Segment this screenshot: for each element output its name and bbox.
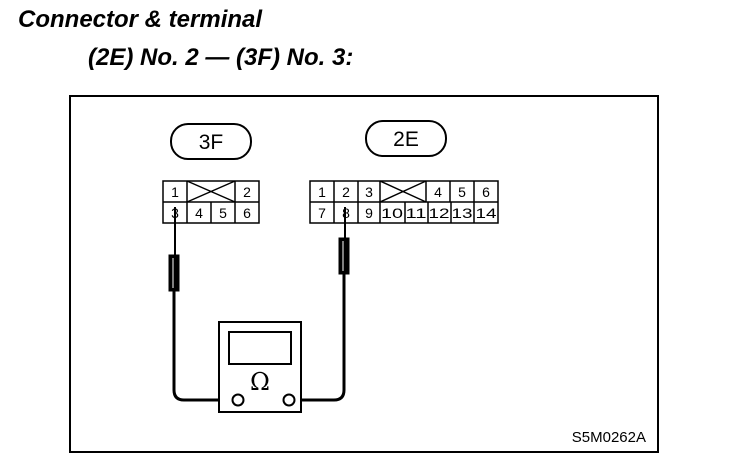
figure-subtitle: (2E) No. 2 — (3F) No. 3: — [88, 44, 354, 71]
meter-terminal-left — [231, 393, 245, 407]
terminal-2e-4: 4 — [434, 184, 442, 200]
terminal-2e-11: 11 — [406, 205, 427, 221]
terminal-3f-4: 4 — [195, 205, 203, 221]
diagram-frame — [69, 95, 659, 453]
connector-3f — [162, 180, 260, 224]
meter-terminal-right — [282, 393, 296, 407]
terminal-2e-13: 13 — [452, 205, 473, 221]
terminal-3f-6: 6 — [243, 205, 251, 221]
terminal-2e-8: 8 — [342, 205, 350, 221]
terminal-2e-9: 9 — [365, 205, 373, 221]
terminal-3f-5: 5 — [219, 205, 227, 221]
terminal-2e-7: 7 — [318, 205, 326, 221]
test-lead-left — [172, 291, 232, 402]
terminal-2e-3: 3 — [365, 184, 373, 200]
svg-text:2E: 2E — [393, 128, 419, 151]
meter-display — [228, 331, 292, 365]
connector-2e — [309, 180, 499, 224]
terminal-2e-14: 14 — [476, 205, 497, 221]
connector-2e-terminals: 1 2 3 4 5 6 7 8 9 10 11 12 13 14 — [318, 184, 497, 221]
ohmmeter-icon: Ω — [218, 321, 302, 413]
terminal-3f-2: 2 — [243, 184, 251, 200]
connector-2e-label: 2E — [365, 120, 447, 157]
figure-title: Connector & terminal — [18, 6, 263, 33]
figure-code: S5M0262A — [572, 429, 646, 446]
terminal-2e-5: 5 — [458, 184, 466, 200]
svg-text:3F: 3F — [199, 131, 224, 154]
terminal-2e-1: 1 — [318, 184, 326, 200]
ohm-symbol: Ω — [250, 368, 270, 396]
terminal-2e-2: 2 — [342, 184, 350, 200]
terminal-2e-6: 6 — [482, 184, 490, 200]
test-lead-right — [296, 274, 346, 402]
terminal-3f-1: 1 — [171, 184, 179, 200]
terminal-2e-12: 12 — [429, 205, 450, 221]
probe-left — [168, 207, 180, 292]
terminal-2e-10: 10 — [381, 205, 403, 221]
connector-3f-label: 3F — [170, 123, 252, 160]
